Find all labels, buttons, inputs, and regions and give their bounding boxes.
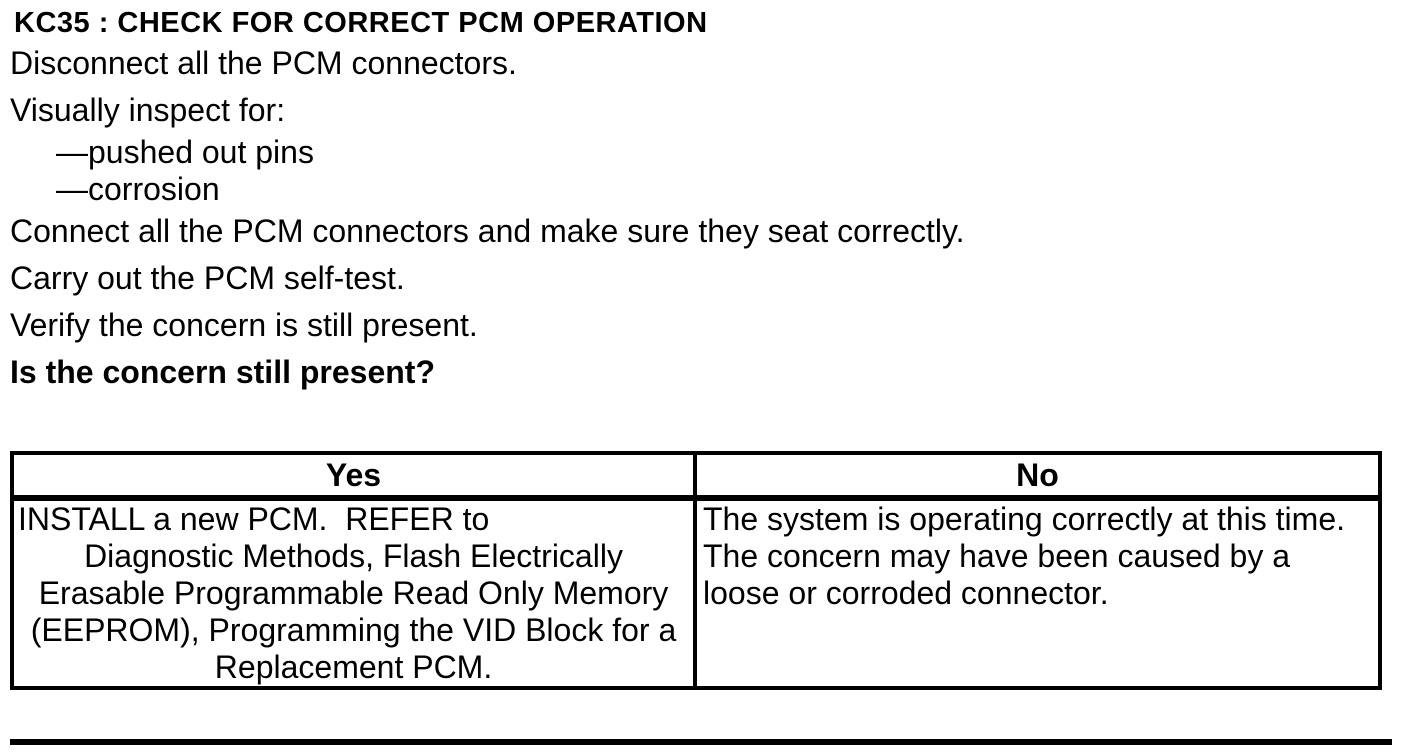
yes-column-header: Yes	[10, 451, 697, 501]
decision-question: Is the concern still present?	[10, 354, 435, 390]
step-disconnect-connectors: Disconnect all the PCM connectors.	[10, 45, 517, 81]
step-visually-inspect: Visually inspect for:	[10, 92, 286, 128]
no-action-line: loose or corroded connector.	[703, 575, 1109, 611]
yes-action-line: Diagnostic Methods, Flash Electrically	[84, 538, 623, 574]
no-action-line: The concern may have been caused by a	[703, 538, 1291, 574]
page-bottom-rule	[10, 739, 1392, 745]
no-column-header: No	[693, 451, 1382, 501]
step-connect-connectors: Connect all the PCM connectors and make …	[10, 213, 965, 249]
step-verify-concern: Verify the concern is still present.	[10, 307, 478, 343]
yes-action-cell: INSTALL a new PCM. REFER to Diagnostic M…	[10, 496, 697, 690]
yes-no-decision-table: Yes No INSTALL a new PCM. REFER to Diagn…	[10, 451, 1382, 690]
no-action-line: The system is operating correctly at thi…	[703, 501, 1345, 537]
yes-action-line: (EEPROM), Programming the VID Block for …	[30, 612, 677, 648]
no-action-cell: The system is operating correctly at thi…	[693, 496, 1382, 690]
step-self-test: Carry out the PCM self-test.	[10, 260, 405, 296]
yes-action-line: INSTALL a new PCM. REFER to	[18, 501, 490, 537]
inspect-item-corrosion: —corrosion	[56, 171, 220, 207]
yes-action-line: Replacement PCM.	[214, 649, 493, 685]
procedure-heading: KC35 : CHECK FOR CORRECT PCM OPERATION	[14, 7, 708, 39]
inspect-item-pushed-out-pins: —pushed out pins	[56, 134, 314, 170]
table-header-row: Yes No	[10, 451, 1382, 501]
table-body-row: INSTALL a new PCM. REFER to Diagnostic M…	[10, 496, 1382, 690]
yes-action-line: Erasable Programmable Read Only Memory	[38, 575, 669, 611]
